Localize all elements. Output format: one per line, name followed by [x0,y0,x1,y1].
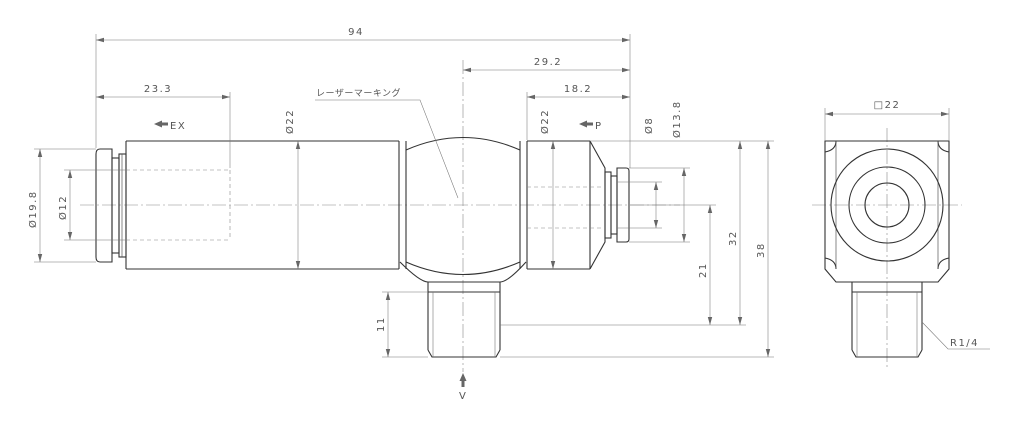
dim-thread-size: R1/4 [950,338,979,349]
p-arrow-icon [579,120,593,128]
dim-total-height: 38 [756,242,767,258]
port-arrows [154,120,593,387]
p-side-body [527,140,630,270]
dim-side-width: □22 [874,100,901,111]
dimension-lines [34,34,774,358]
dim-ex-port-depth: 23.3 [144,84,172,95]
dim-tube-ex-dia: Ø12 [57,195,69,220]
dim-height-21: 21 [698,262,709,278]
ex-release-ring [95,148,127,263]
dim-overall-length: 94 [348,27,364,38]
dim-p-to-centre: 29.2 [534,57,562,68]
label-pressure-port: P [595,121,603,132]
label-laser-marking: レーザーマーキング [316,87,401,99]
dim-tube-p-dia: Ø8 [643,117,655,134]
side-view: □22 R1/4 [812,100,990,370]
dim-body-dia-main: Ø22 [284,109,296,134]
front-view: 94 29.2 23.3 18.2 レーザーマーキング EX P V Ø22 Ø… [27,27,774,402]
dim-thread-length: 11 [376,316,387,332]
label-vacuum-port: V [459,391,467,402]
dim-release-p-dia: Ø13.8 [671,100,683,138]
label-exhaust-port: EX [170,121,186,132]
dim-body-dia-p-side: Ø22 [539,109,551,134]
v-arrow-icon [459,373,467,387]
dim-height-32: 32 [728,230,739,246]
ex-arrow-icon [154,120,168,128]
main-body [125,140,407,270]
dim-p-port-depth: 18.2 [564,84,592,95]
thread-branch [427,282,501,358]
dim-release-ex-dia: Ø19.8 [27,190,39,228]
marking-section [399,137,528,283]
